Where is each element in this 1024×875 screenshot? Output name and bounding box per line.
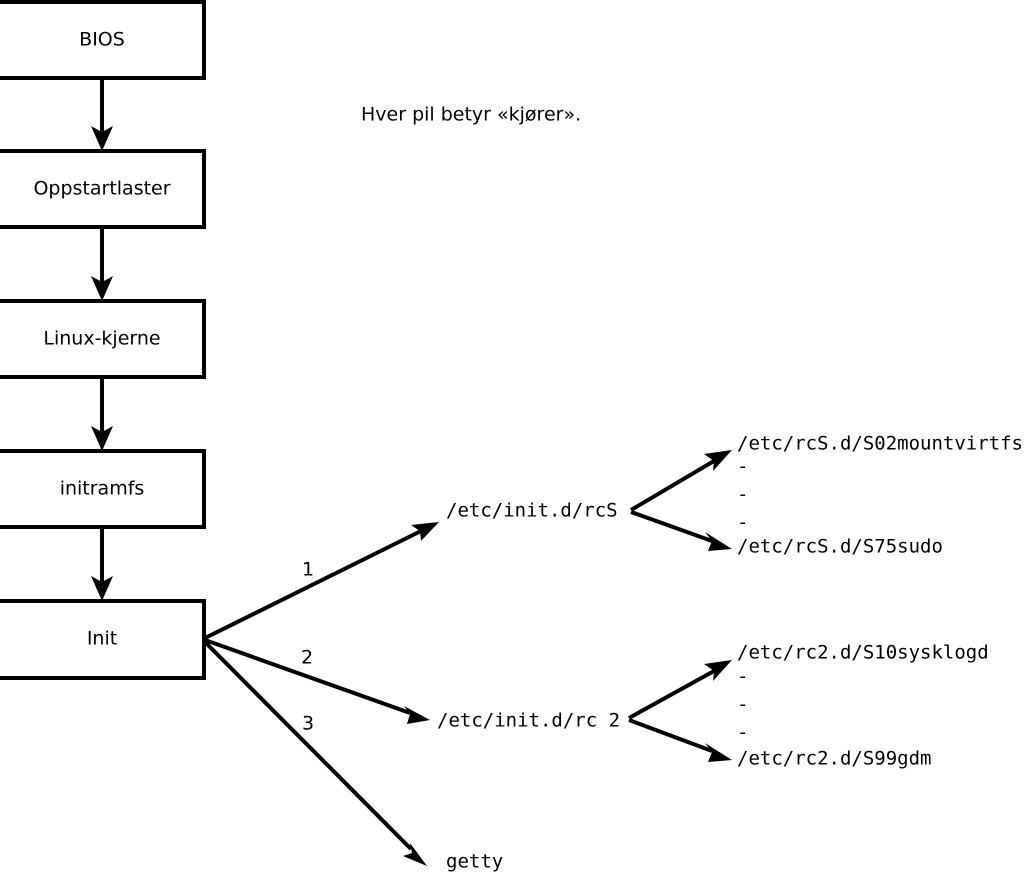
diagram-note: Hver pil betyr «kjører». — [361, 104, 581, 126]
node-initramfs-rect — [0, 449, 206, 529]
branch-number-1: 1 — [302, 559, 314, 581]
edge-rcs-to-last-script — [630, 510, 732, 551]
edge-init-branch-3 — [203, 640, 427, 866]
rcs-ellipsis-dash-3: - — [737, 512, 748, 534]
edge-init-branch-1 — [204, 522, 439, 640]
node-bootloader[interactable]: Oppstartlaster — [0, 149, 206, 229]
node-kernel-label: Linux-kjerne — [43, 328, 160, 350]
branch-target-getty[interactable]: getty — [446, 851, 503, 873]
rcs-script-first[interactable]: /etc/rcS.d/S02mountvirtfs — [737, 433, 1023, 455]
node-initramfs-label: initramfs — [60, 478, 145, 500]
rcs-ellipsis-dash-1: - — [737, 456, 748, 478]
edge-bootloader-to-kernel — [91, 227, 113, 301]
branch-target-rcs[interactable]: /etc/init.d/rcS — [446, 500, 618, 522]
edge-initramfs-to-init — [91, 527, 113, 601]
rcs-script-last[interactable]: /etc/rcS.d/S75sudo — [737, 536, 943, 558]
node-initramfs[interactable]: initramfs — [0, 449, 206, 529]
edge-kernel-to-initramfs — [91, 377, 113, 451]
node-kernel-rect — [0, 299, 206, 379]
node-bios-label: BIOS — [79, 29, 125, 51]
node-bootloader-label: Oppstartlaster — [33, 178, 170, 200]
branch-target-rc2[interactable]: /etc/init.d/rc 2 — [437, 710, 620, 732]
node-bootloader-rect — [0, 149, 206, 229]
rc2-ellipsis-dash-1: - — [737, 666, 748, 688]
edge-rc2-to-first-script — [628, 660, 732, 720]
node-init[interactable]: Init — [0, 599, 206, 680]
rc2-ellipsis-dash-2: - — [737, 694, 748, 716]
branch-number-2: 2 — [301, 647, 313, 669]
branch-number-3: 3 — [302, 713, 314, 735]
edge-bios-to-bootloader — [91, 78, 113, 151]
node-init-label: Init — [87, 628, 117, 650]
node-bios-rect — [0, 0, 206, 80]
edge-init-branch-2 — [204, 638, 430, 724]
rc2-script-last[interactable]: /etc/rc2.d/S99gdm — [737, 748, 931, 770]
node-init-rect — [0, 599, 206, 680]
node-bios[interactable]: BIOS — [0, 0, 206, 80]
rcs-ellipsis-dash-2: - — [737, 484, 748, 506]
edge-rc2-to-last-script — [628, 718, 732, 762]
edge-rcs-to-first-script — [629, 450, 732, 512]
rc2-script-first[interactable]: /etc/rc2.d/S10sysklogd — [737, 642, 989, 664]
node-kernel[interactable]: Linux-kjerne — [0, 299, 206, 379]
rc2-ellipsis-dash-3: - — [737, 722, 748, 744]
